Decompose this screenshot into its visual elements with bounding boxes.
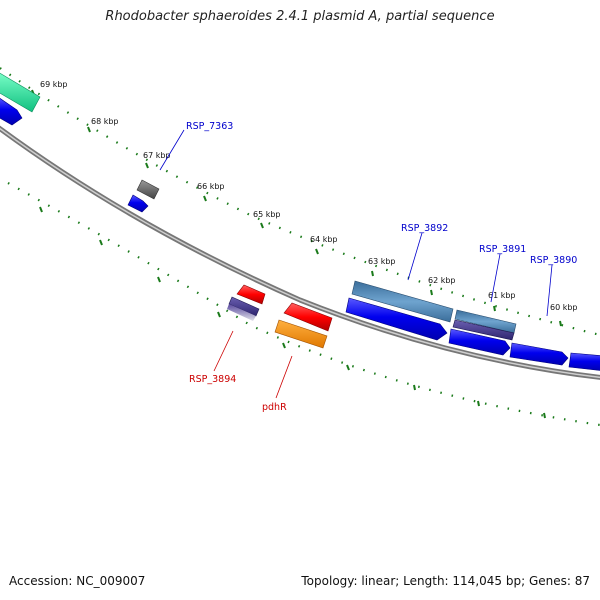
gene-blue-67kbp[interactable] bbox=[127, 194, 149, 213]
gene-rsp-3894-fade[interactable] bbox=[227, 304, 256, 321]
tick-label-63kbp: 63 kbp bbox=[368, 257, 396, 266]
gene-purple-61kbp[interactable] bbox=[452, 319, 515, 341]
tick-label-64kbp: 64 kbp bbox=[310, 235, 338, 244]
gene-blue-69kbp[interactable] bbox=[0, 97, 23, 126]
gene-red-rsp-3894[interactable] bbox=[236, 284, 266, 305]
major-ticks bbox=[31, 89, 562, 419]
label-rsp-3894[interactable]: RSP_3894 bbox=[189, 374, 236, 385]
gene-red-pdhr[interactable] bbox=[283, 302, 333, 332]
tick-label-60kbp: 60 kbp bbox=[550, 303, 578, 312]
callout-lines bbox=[159, 129, 553, 399]
accession-text: Accession: NC_009007 bbox=[9, 574, 146, 588]
tick-label-68kbp: 68 kbp bbox=[91, 117, 119, 126]
gene-blue-63kbp[interactable] bbox=[345, 297, 448, 341]
gene-teal-69kbp[interactable] bbox=[0, 72, 41, 113]
label-rsp-7363[interactable]: RSP_7363 bbox=[186, 121, 233, 132]
gene-rsp-3892[interactable] bbox=[351, 280, 454, 323]
tick-label-67kbp: 67 kbp bbox=[143, 151, 171, 160]
gene-blue-60kbp[interactable] bbox=[568, 352, 600, 371]
gene-blue-61kbp[interactable] bbox=[509, 342, 569, 366]
label-rsp-3891[interactable]: RSP_3891 bbox=[479, 244, 526, 255]
label-pdhr[interactable]: pdhR bbox=[262, 402, 287, 413]
gene-blue-62kbp[interactable] bbox=[448, 328, 511, 356]
sequence-summary: Topology: linear; Length: 114,045 bp; Ge… bbox=[301, 574, 590, 588]
tick-label-66kbp: 66 kbp bbox=[197, 182, 225, 191]
gene-rsp-7363[interactable] bbox=[136, 179, 160, 200]
tick-label-61kbp: 61 kbp bbox=[488, 291, 516, 300]
map-title: Rhodobacter sphaeroides 2.4.1 plasmid A,… bbox=[105, 9, 495, 24]
gene-pdhr[interactable] bbox=[274, 319, 328, 349]
label-rsp-3890[interactable]: RSP_3890 bbox=[530, 255, 577, 266]
plasmid-backbone-highlight bbox=[0, 127, 600, 379]
label-rsp-3892[interactable]: RSP_3892 bbox=[401, 223, 448, 234]
tick-label-69kbp: 69 kbp bbox=[40, 80, 68, 89]
tick-label-62kbp: 62 kbp bbox=[428, 276, 456, 285]
tick-label-65kbp: 65 kbp bbox=[253, 210, 281, 219]
